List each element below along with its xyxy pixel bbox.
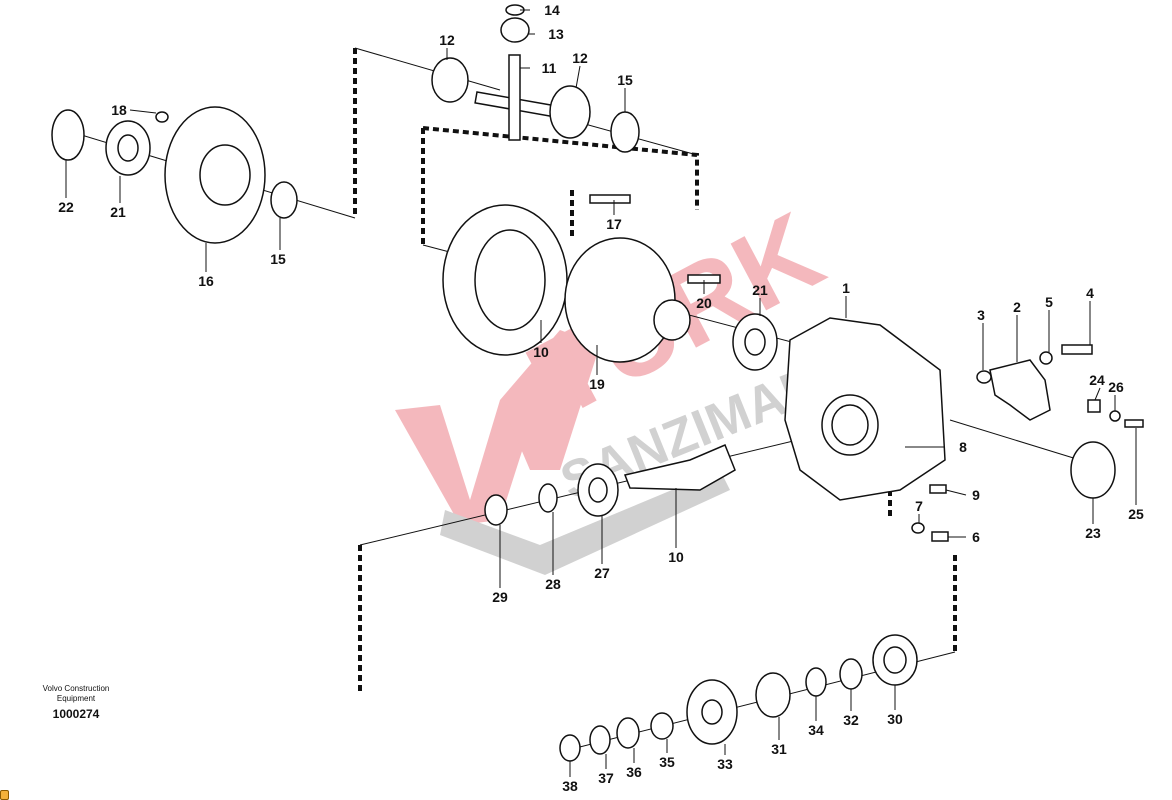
callout-label: 17 xyxy=(606,216,622,232)
callout-label: 8 xyxy=(959,439,967,455)
callout-label: 12 xyxy=(572,50,588,66)
publisher-line: Volvo Construction Equipment xyxy=(42,684,110,703)
callout-label: 16 xyxy=(198,273,214,289)
part-outline xyxy=(538,483,558,513)
callout-label: 14 xyxy=(544,2,560,18)
leader-lines xyxy=(65,9,1137,777)
fastener-outline xyxy=(1061,344,1093,355)
callout-label: 6 xyxy=(972,529,980,545)
callout-label: 1 xyxy=(842,280,850,296)
pinion-10 xyxy=(623,444,736,491)
part-outline xyxy=(1039,351,1053,365)
callout-label: 38 xyxy=(562,778,578,794)
pin-11 xyxy=(508,54,521,141)
callout-label: 13 xyxy=(548,26,564,42)
part-outline xyxy=(1109,410,1121,422)
bearing-cap-2 xyxy=(989,359,1051,421)
callout-label: 20 xyxy=(696,295,712,311)
parts xyxy=(51,4,1144,762)
part-outline xyxy=(559,734,581,762)
callout-label: 2 xyxy=(1013,299,1021,315)
callout-label: 34 xyxy=(808,722,824,738)
part-outline xyxy=(650,712,674,740)
callout-label: 21 xyxy=(110,204,126,220)
callout-label: 10 xyxy=(533,344,549,360)
part-outline xyxy=(744,328,766,356)
callout-label: 4 xyxy=(1086,285,1094,301)
callout-label: 5 xyxy=(1045,294,1053,310)
part-outline xyxy=(270,181,298,219)
callout-label: 31 xyxy=(771,741,787,757)
figure-number: 1000274 xyxy=(52,707,100,721)
fastener-outline xyxy=(931,531,949,542)
callout-label: 22 xyxy=(58,199,74,215)
leader-line xyxy=(945,489,967,496)
callout-label: 9 xyxy=(972,487,980,503)
corner-marker-icon xyxy=(0,790,9,800)
callout-label: 15 xyxy=(617,72,633,88)
fastener-outline xyxy=(589,194,631,204)
part-outline xyxy=(155,111,169,123)
part-outline xyxy=(474,229,546,331)
part-outline xyxy=(1070,441,1116,499)
part-outline xyxy=(976,370,992,384)
part-outline xyxy=(839,658,863,690)
part-outline xyxy=(500,17,530,43)
callout-label: 26 xyxy=(1108,379,1124,395)
part-outline xyxy=(701,699,723,725)
part-outline xyxy=(805,667,827,697)
part-outline xyxy=(199,144,251,206)
part-outline xyxy=(117,134,139,162)
leader-line xyxy=(129,109,157,114)
part-outline xyxy=(564,237,676,363)
callout-label: 36 xyxy=(626,764,642,780)
callout-label: 33 xyxy=(717,756,733,772)
fastener-outline xyxy=(1124,419,1144,428)
part-outline xyxy=(616,717,640,749)
part-outline xyxy=(653,299,691,341)
part-outline xyxy=(589,725,611,755)
part-outline xyxy=(755,672,791,718)
part-outline xyxy=(484,494,508,526)
leader-line xyxy=(575,65,581,89)
fastener-outline xyxy=(929,484,947,494)
callout-label: 23 xyxy=(1085,525,1101,541)
callout-label: 18 xyxy=(111,102,127,118)
callout-label: 25 xyxy=(1128,506,1144,522)
callout-label: 35 xyxy=(659,754,675,770)
callout-label: 7 xyxy=(915,498,923,514)
callout-label: 32 xyxy=(843,712,859,728)
part-outline xyxy=(911,522,925,534)
callout-label: 12 xyxy=(439,32,455,48)
part-outline xyxy=(431,57,469,103)
callout-label: 24 xyxy=(1089,372,1105,388)
callout-label: 3 xyxy=(977,307,985,323)
callout-label: 28 xyxy=(545,576,561,592)
callout-label: 30 xyxy=(887,711,903,727)
callout-label: 21 xyxy=(752,282,768,298)
figure-caption: Volvo Construction Equipment 1000274 xyxy=(30,684,122,721)
callout-label: 10 xyxy=(668,549,684,565)
part-outline xyxy=(883,646,907,674)
leader-line xyxy=(1094,387,1101,401)
part-outline xyxy=(51,109,85,161)
callout-label: 27 xyxy=(594,565,610,581)
callout-label: 29 xyxy=(492,589,508,605)
part-outline xyxy=(549,85,591,139)
callout-label: 15 xyxy=(270,251,286,267)
callout-label: 37 xyxy=(598,770,614,786)
fastener-outline xyxy=(1087,399,1101,413)
part-outline xyxy=(588,477,608,503)
callout-label: 19 xyxy=(589,376,605,392)
part-outline xyxy=(831,404,869,446)
part-outline xyxy=(610,111,640,153)
callout-label: 11 xyxy=(542,60,557,76)
